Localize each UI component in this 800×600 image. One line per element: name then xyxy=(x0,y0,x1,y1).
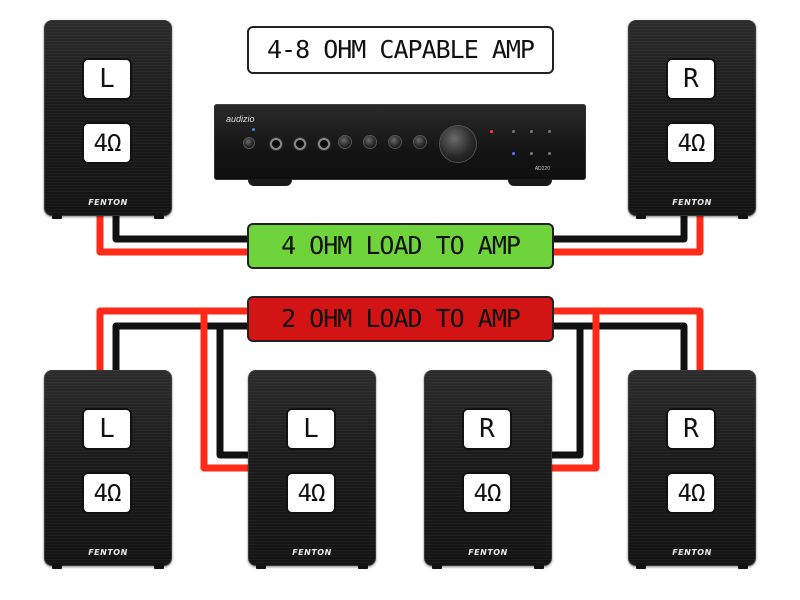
channel-label: R xyxy=(666,58,716,100)
bass-knob xyxy=(389,136,401,148)
power-led xyxy=(252,128,255,131)
aux-jack xyxy=(296,140,304,148)
input-selector-dot xyxy=(548,152,551,155)
amp-brand-logo: audizio xyxy=(226,114,255,124)
wire-red-bottom-left-inner xyxy=(200,307,250,472)
volume-knob xyxy=(440,126,476,162)
amp-foot xyxy=(248,179,292,186)
channel-label: L xyxy=(286,408,336,450)
speaker-bottom-3: R 4Ω FENTON xyxy=(424,370,552,569)
impedance-label: 4Ω xyxy=(286,472,336,514)
amp-capability-title: 4-8 OHM CAPABLE AMP xyxy=(247,26,554,74)
impedance-label: 4Ω xyxy=(82,122,132,164)
impedance-label: 4Ω xyxy=(462,472,512,514)
four-ohm-config-label: 4 OHM LOAD TO AMP xyxy=(247,223,554,269)
wire-red-top-right xyxy=(550,215,704,256)
amp-foot xyxy=(508,179,552,186)
two-ohm-config-label: 2 OHM LOAD TO AMP xyxy=(247,296,554,342)
speaker-brand-logo: FENTON xyxy=(292,548,332,557)
speaker-brand-logo: FENTON xyxy=(672,548,712,557)
channel-label: R xyxy=(666,408,716,450)
wire-black-bottom-left-inner xyxy=(216,322,250,459)
wire-black-bottom-right-outer xyxy=(550,322,688,372)
speaker-bottom-2: L 4Ω FENTON xyxy=(248,370,376,569)
wire-black-top-left xyxy=(112,215,250,243)
speaker-bottom-4: R 4Ω FENTON xyxy=(628,370,756,569)
input-selector-dot xyxy=(548,130,551,133)
input-led xyxy=(490,130,493,133)
speaker-brand-logo: FENTON xyxy=(468,548,508,557)
wire-red-bottom-right-inner xyxy=(550,307,600,472)
amplifier: audizio AD220 xyxy=(214,104,586,186)
speaker-brand-logo: FENTON xyxy=(672,198,712,207)
input-selector-dot xyxy=(512,130,515,133)
treble-knob xyxy=(339,136,351,148)
wire-red-top-left xyxy=(96,215,250,256)
impedance-label: 4Ω xyxy=(666,472,716,514)
speaker-brand-logo: FENTON xyxy=(88,548,128,557)
speaker-top-right: R 4Ω FENTON xyxy=(628,20,756,219)
channel-label: R xyxy=(462,408,512,450)
speaker-brand-logo: FENTON xyxy=(88,198,128,207)
mic-jack xyxy=(320,140,328,148)
wire-black-bottom-left-outer xyxy=(112,322,250,372)
balance-knob xyxy=(414,136,426,148)
speaker-bottom-1: L 4Ω FENTON xyxy=(44,370,172,569)
bluetooth-led xyxy=(512,152,515,155)
wire-black-bottom-right-inner xyxy=(550,322,584,459)
wire-red-bottom-right-outer xyxy=(550,307,704,372)
wire-red-bottom-left-outer xyxy=(96,307,250,372)
input-selector-dot xyxy=(530,152,533,155)
impedance-label: 4Ω xyxy=(666,122,716,164)
wire-black-top-right xyxy=(550,215,688,243)
channel-label: L xyxy=(82,408,132,450)
speaker-top-left: L 4Ω FENTON xyxy=(44,20,172,219)
mid-knob xyxy=(364,136,376,148)
power-button xyxy=(244,138,254,148)
channel-label: L xyxy=(82,58,132,100)
headphone-jack xyxy=(272,140,280,148)
amp-model-label: AD220 xyxy=(534,166,550,172)
input-selector-dot xyxy=(530,130,533,133)
impedance-label: 4Ω xyxy=(82,472,132,514)
